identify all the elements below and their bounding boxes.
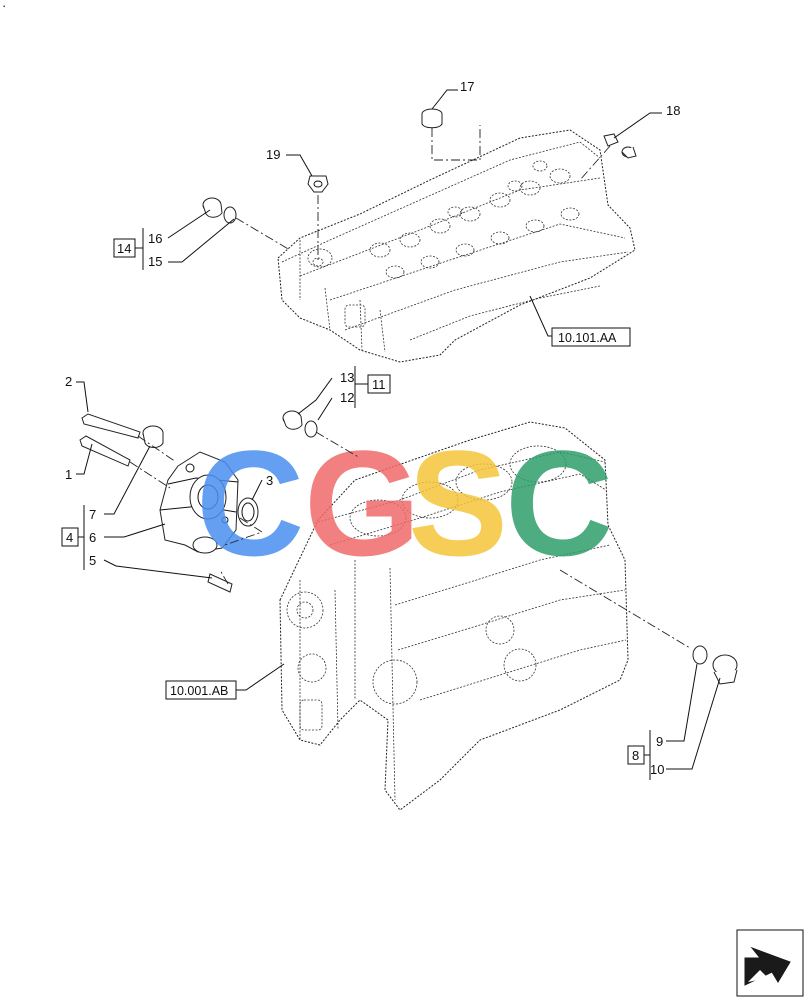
watermark-letter-c2: C [505, 419, 613, 587]
callout-3: 3 [266, 473, 273, 488]
valve-ports [307, 160, 580, 279]
housing-bolts [79, 413, 141, 467]
thermostat-cap [142, 425, 164, 448]
plug-16-and-ring-15 [202, 197, 237, 224]
group-4: 4 [66, 530, 73, 545]
sensor-plug [207, 573, 233, 593]
ref-10-101-aa: 10.101.AA [558, 331, 617, 345]
callout-10: 10 [650, 762, 664, 777]
callout-2: 2 [65, 374, 72, 389]
callout-13: 13 [340, 370, 354, 385]
engine-block [279, 421, 629, 811]
corner-mark: · [2, 0, 6, 13]
group-bracket-4: 4 [61, 505, 85, 570]
cylinder-head [277, 129, 636, 363]
sleeves-18 [603, 133, 637, 159]
ref-box-engine-block: 10.001.AB [165, 680, 237, 700]
cgsc-watermark: C G S C [196, 419, 613, 587]
callout-15: 15 [148, 254, 162, 269]
plug-13-and-ring-12 [282, 410, 318, 438]
callout-16: 16 [148, 231, 162, 246]
callout-19: 19 [266, 147, 280, 162]
ref-box-cylinder-head: 10.101.AA [551, 327, 631, 347]
group-bracket-8: 8 [627, 730, 651, 780]
next-page-arrow-icon[interactable] [736, 929, 804, 997]
plug-10-and-ring-9 [692, 645, 738, 685]
alignment-lines [129, 125, 691, 649]
callout-9: 9 [656, 734, 663, 749]
group-bracket-11: 11 [354, 366, 391, 408]
watermark-letter-c1: C [196, 419, 304, 587]
callout-12: 12 [340, 390, 354, 405]
thermostat-housing [159, 451, 239, 554]
callout-5: 5 [89, 553, 96, 568]
group-11: 11 [372, 377, 386, 392]
plug-17 [421, 108, 443, 129]
group-14: 14 [117, 241, 131, 256]
callout-1: 1 [65, 467, 72, 482]
callout-17: 17 [460, 79, 474, 94]
thermostat-seal-ring [237, 497, 259, 527]
watermark-letter-s: S [408, 419, 508, 587]
callout-leaders [76, 89, 721, 770]
ref-10-001-ab: 10.001.AB [170, 684, 228, 698]
callout-numbers: 17 18 19 16 15 2 1 13 12 3 7 6 5 9 10 [65, 79, 680, 777]
callout-6: 6 [89, 530, 96, 545]
plug-19 [307, 175, 329, 193]
callout-18: 18 [666, 103, 680, 118]
callout-7: 7 [89, 507, 96, 522]
group-bracket-14: 14 [113, 228, 144, 270]
group-8: 8 [632, 748, 639, 763]
cylinder-bores [349, 445, 567, 537]
watermark-letter-g: G [304, 419, 421, 587]
